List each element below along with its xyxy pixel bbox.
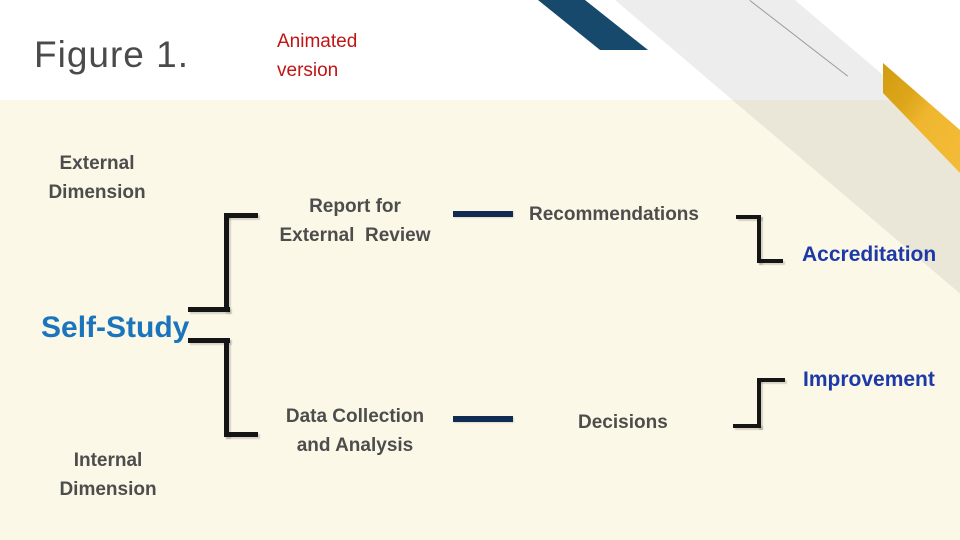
dash-data-to-decisions [453, 416, 513, 422]
accreditation-label: Accreditation [802, 243, 937, 266]
connector-selfstudy-datacollection [224, 338, 229, 437]
connector-decisions-improvement [757, 378, 785, 382]
improvement-label: Improvement [803, 368, 935, 391]
top-white-band [0, 0, 960, 100]
self-study-label: Self-Study [41, 311, 190, 344]
external-dimension-label: External Dimension [48, 153, 146, 203]
dash-report-to-recommendations [453, 211, 513, 217]
internal-dimension-label: Internal Dimension [59, 450, 157, 500]
recommendations-label: Recommendations [529, 204, 699, 225]
connector-decisions-improvement [757, 378, 761, 428]
connector-selfstudy-datacollection [224, 432, 258, 437]
connector-selfstudy-report [224, 213, 229, 312]
connector-recommendations-accreditation [757, 215, 761, 263]
figure-title: Figure 1. [34, 34, 190, 75]
connector-selfstudy-report [224, 213, 258, 218]
decisions-label: Decisions [578, 412, 668, 433]
report-external-review-label: Report for External Review [279, 196, 431, 246]
connector-recommendations-accreditation [736, 215, 761, 219]
connector-selfstudy-datacollection [188, 338, 230, 343]
data-collection-analysis-label: Data Collection and Analysis [285, 406, 425, 456]
animated-version-note: Animated version [277, 31, 358, 81]
connector-decisions-improvement [733, 424, 761, 428]
connector-recommendations-accreditation [757, 259, 783, 263]
connector-selfstudy-report [188, 307, 230, 312]
